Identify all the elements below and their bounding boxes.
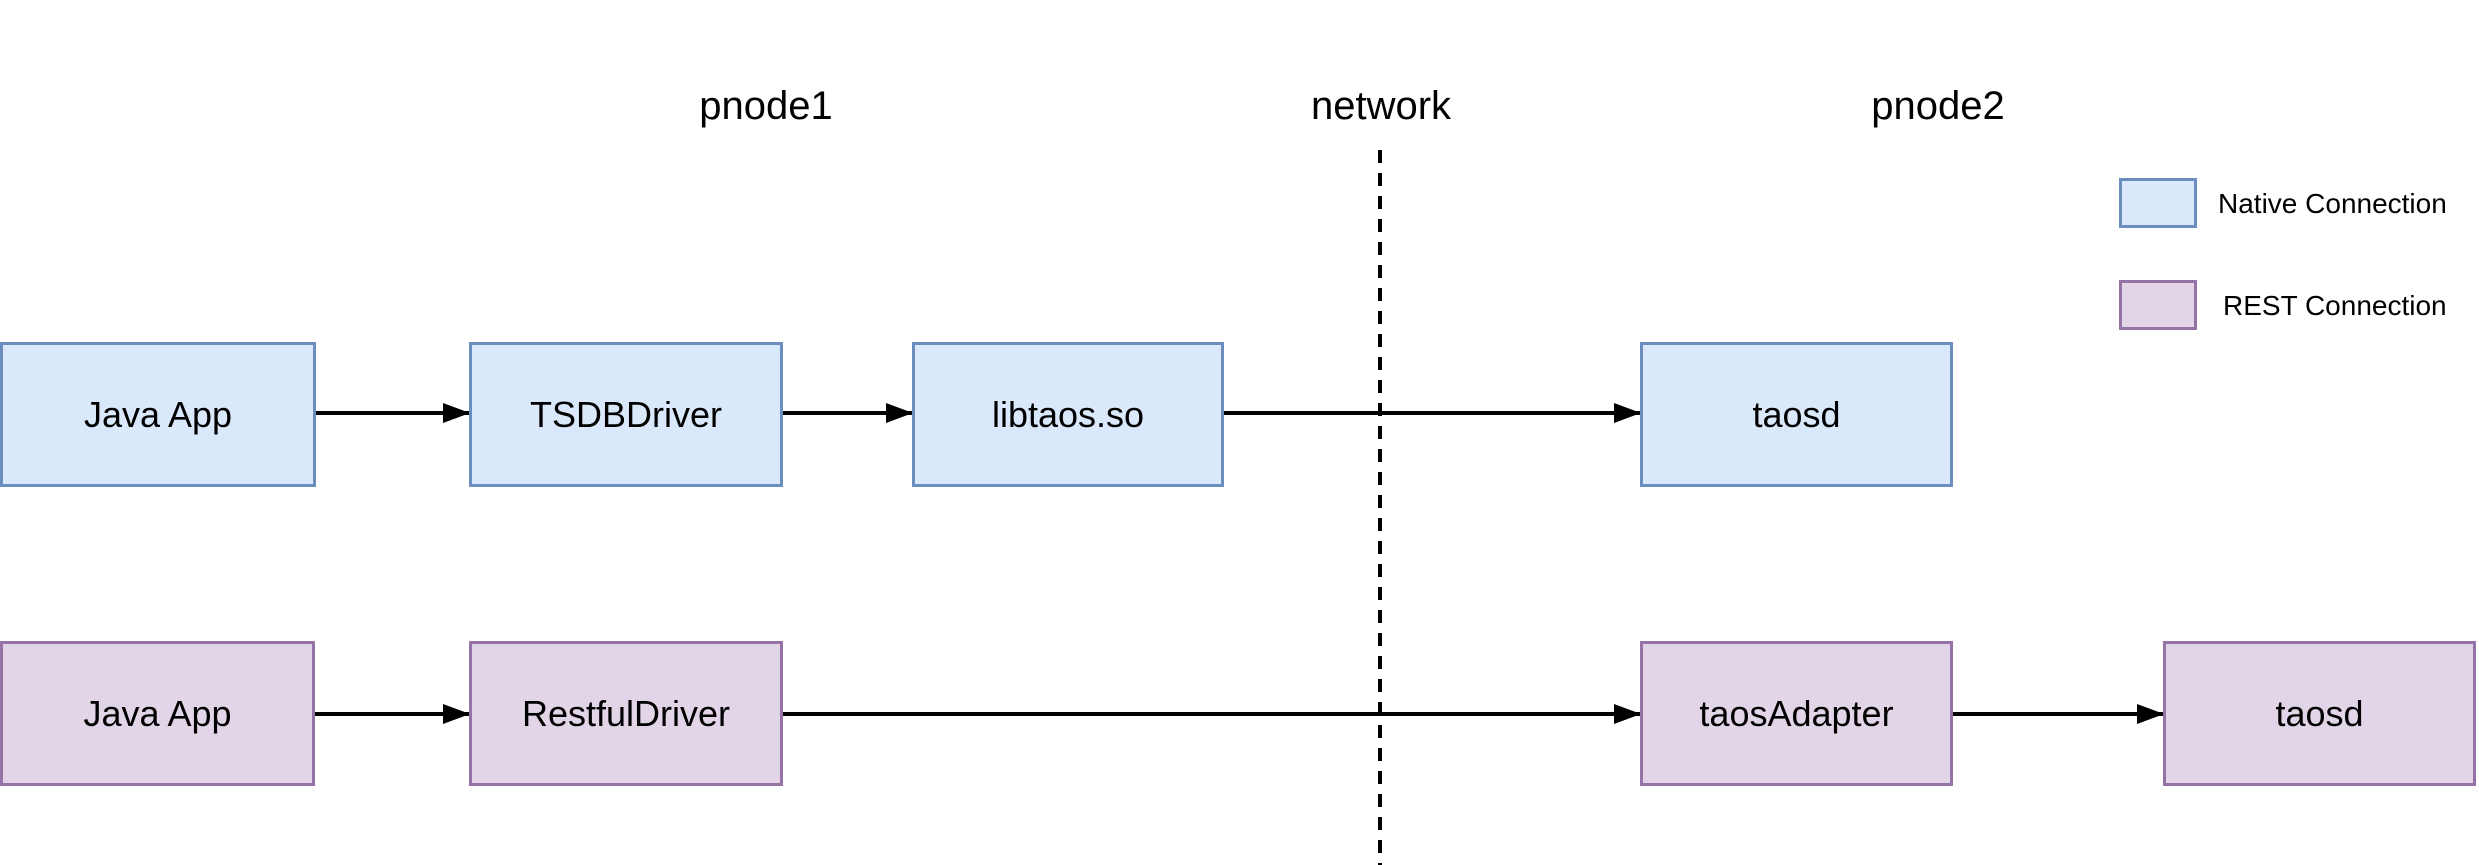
arrow-libtaos-to-taosd <box>1224 411 1640 415</box>
node-taosadapter: taosAdapter <box>1640 641 1953 786</box>
node-tsdbdriver: TSDBDriver <box>469 342 783 487</box>
node-taosd-rest: taosd <box>2163 641 2476 786</box>
arrow-javaapp-to-restfuldriver <box>315 712 469 716</box>
node-restfuldriver: RestfulDriver <box>469 641 783 786</box>
node-taosd-native: taosd <box>1640 342 1953 487</box>
node-java-app-native: Java App <box>0 342 316 487</box>
arrow-javaapp-to-tsdbdriver <box>316 411 469 415</box>
arrow-taosadapter-to-taosd <box>1953 712 2163 716</box>
label-pnode2: pnode2 <box>1871 84 2005 128</box>
network-divider-line <box>1378 150 1382 865</box>
arrow-restfuldriver-to-taosadapter <box>783 712 1640 716</box>
legend-label-native: Native Connection <box>2218 188 2447 219</box>
arrow-tsdbdriver-to-libtaos <box>783 411 912 415</box>
legend-swatch-native <box>2119 178 2197 228</box>
label-pnode1: pnode1 <box>699 84 833 128</box>
label-network: network <box>1310 84 1452 128</box>
legend-label-rest: REST Connection <box>2223 290 2447 321</box>
node-java-app-rest: Java App <box>0 641 315 786</box>
legend-swatch-rest <box>2119 280 2197 330</box>
node-libtaos-so: libtaos.so <box>912 342 1224 487</box>
